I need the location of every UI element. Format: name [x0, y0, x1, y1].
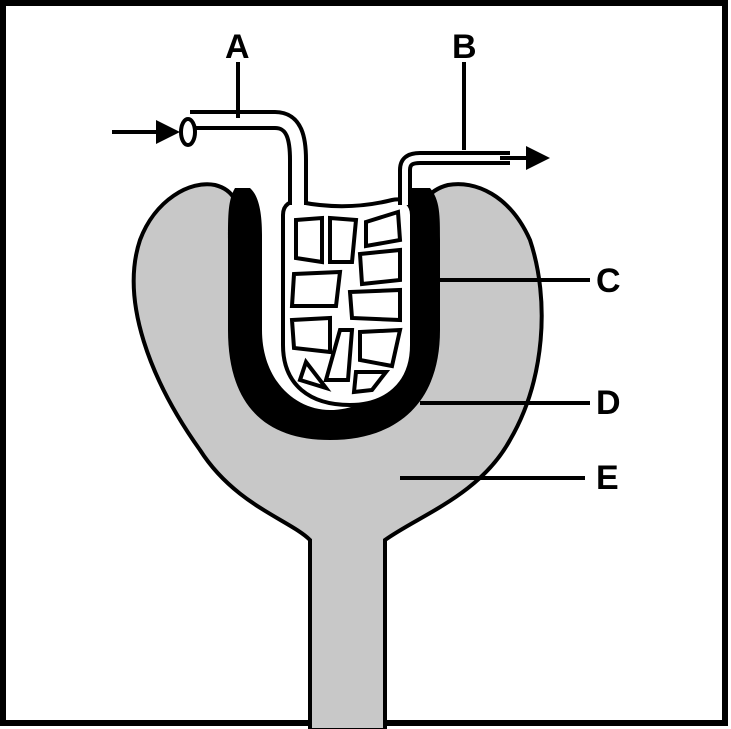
label-b: B [452, 28, 477, 66]
label-c: C [596, 262, 621, 300]
afferent-tube-opening [181, 119, 195, 145]
label-d: D [596, 384, 621, 422]
label-a: A [225, 28, 250, 66]
label-e: E [596, 459, 619, 497]
